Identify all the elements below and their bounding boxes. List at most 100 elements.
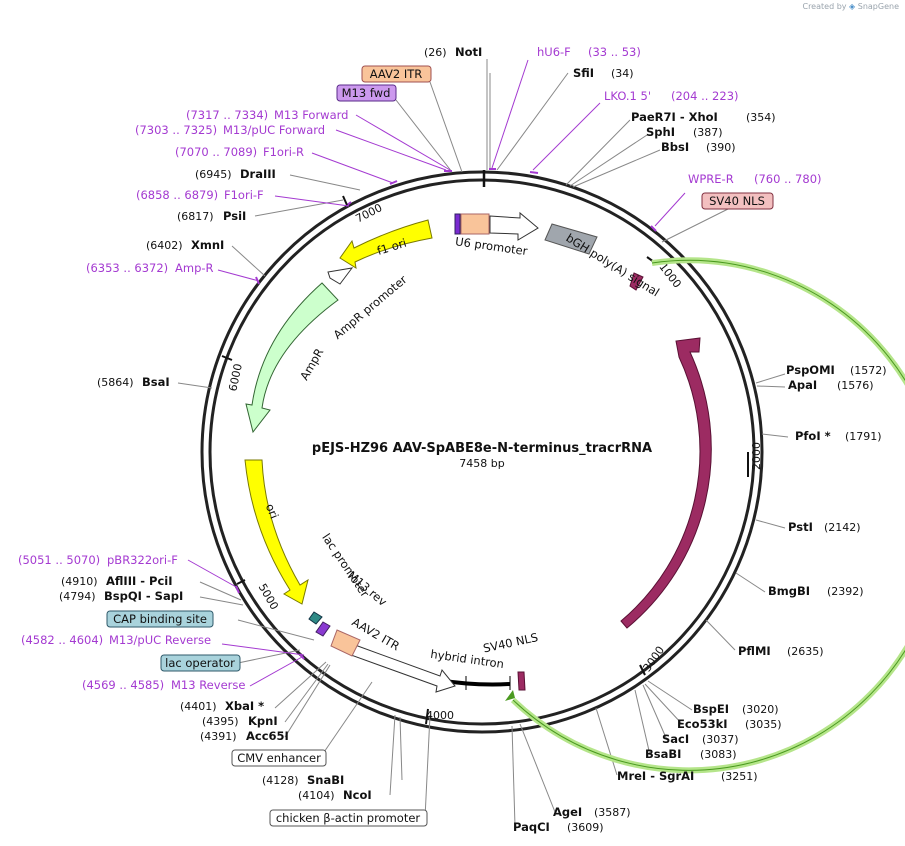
enzyme-sphI[interactable]: SphI(387) — [646, 125, 723, 139]
enzyme-xbaI[interactable]: (4401)XbaI * — [180, 699, 264, 713]
enzyme-pciI[interactable]: (4910)AflIII - PciI — [61, 574, 173, 588]
svg-text:AflIII - PciI: AflIII - PciI — [106, 574, 173, 588]
m13-rev-marker — [315, 621, 331, 637]
enzyme-sapI[interactable]: (4794)BspQI - SapI — [59, 589, 183, 603]
primer-lko1-5[interactable]: LKO.1 5'(204 .. 223) — [604, 89, 739, 103]
enzyme-sgraI[interactable]: MreI - SgrAI(3251) — [617, 769, 758, 783]
svg-text:CAP binding site: CAP binding site — [113, 612, 207, 626]
svg-text:AgeI: AgeI — [553, 805, 582, 819]
primer-m13-forward[interactable]: (7317 .. 7334)M13 Forward — [186, 108, 348, 122]
svg-text:XmnI: XmnI — [191, 238, 224, 252]
credit-brand: SnapGene — [857, 2, 899, 11]
enzyme-pspomI[interactable]: PspOMI(1572) — [786, 363, 887, 377]
svg-text:M13/pUC Reverse: M13/pUC Reverse — [109, 633, 211, 647]
feature-box-aav2-itr[interactable]: AAV2 ITR — [361, 65, 432, 83]
enzyme-ageI[interactable]: AgeI (3587) — [553, 805, 631, 819]
enzyme-sacI[interactable]: SacI(3037) — [662, 732, 739, 746]
svg-text:(7070 .. 7089): (7070 .. 7089) — [175, 145, 257, 159]
enzyme-xhoI[interactable]: PaeR7I - XhoI(354) — [631, 110, 776, 124]
svg-text:WPRE-R: WPRE-R — [688, 172, 734, 186]
aav2-itr-top — [460, 213, 490, 235]
feature-box-cap-binding-site[interactable]: CAP binding site — [106, 610, 214, 628]
primer-m13-puc-forward[interactable]: (7303 .. 7325) M13/pUC Forward — [135, 123, 325, 137]
svg-text:(7317 .. 7334): (7317 .. 7334) — [186, 108, 268, 122]
sv40-nls-bottom-arrow — [517, 671, 526, 691]
svg-text:(3037): (3037) — [702, 733, 739, 746]
svg-text:pBR322ori-F: pBR322ori-F — [107, 553, 178, 567]
svg-text:AAV2 ITR: AAV2 ITR — [370, 67, 423, 81]
svg-text:hU6-F: hU6-F — [537, 45, 571, 59]
svg-text:(390): (390) — [706, 141, 736, 154]
feature-box-cmv-enhancer[interactable]: CMV enhancer — [231, 749, 327, 767]
tick-label: 2000 — [750, 442, 763, 470]
svg-text:SV40 NLS: SV40 NLS — [709, 194, 765, 208]
svg-text:(7303 .. 7325): (7303 .. 7325) — [135, 123, 217, 137]
position-ticks — [221, 195, 749, 725]
enzyme-pfoI[interactable]: PfoI *(1791) — [795, 429, 882, 443]
feature-box-m13-fwd[interactable]: M13 fwd — [336, 84, 397, 102]
svg-text:BsaBI: BsaBI — [645, 747, 681, 761]
ampr-arrow — [245, 282, 339, 434]
primer-m13-puc-reverse[interactable]: (4582 .. 4604)M13/pUC Reverse — [21, 633, 211, 647]
enzyme-pstI[interactable]: PstI(2142) — [788, 520, 861, 534]
svg-text:(354): (354) — [746, 111, 776, 124]
svg-text:M13/pUC Forward: M13/pUC Forward — [223, 123, 325, 137]
svg-text:(3035): (3035) — [745, 718, 782, 731]
feature-box-lac-operator[interactable]: lac operator — [160, 654, 241, 672]
svg-text:(3609): (3609) — [567, 821, 604, 834]
enzyme-pflmI[interactable]: PflMI(2635) — [738, 644, 824, 658]
plasmid-name: pEJS-HZ96 AAV-SpABE8e-N-terminus_tracrRN… — [312, 441, 652, 456]
svg-text:(26): (26) — [424, 46, 447, 59]
svg-text:Acc65I: Acc65I — [246, 729, 289, 743]
feature-box-chicken-beta-actin-promoter[interactable]: chicken β-actin promoter — [269, 809, 428, 827]
svg-text:(3587): (3587) — [594, 806, 631, 819]
primer-amp-r[interactable]: (6353 .. 6372)Amp-R — [86, 261, 214, 275]
svg-text:BbsI: BbsI — [661, 140, 689, 154]
feature-box-sv40-nls[interactable]: SV40 NLS — [701, 192, 774, 210]
svg-text:XbaI *: XbaI * — [225, 699, 264, 713]
primer-f1ori-f[interactable]: (6858 .. 6879)F1ori-F — [136, 188, 264, 202]
enzyme-bspeI[interactable]: BspEI(3020) — [693, 702, 779, 716]
svg-text:Amp-R: Amp-R — [175, 261, 214, 275]
enzyme-bsabI[interactable]: BsaBI(3083) — [645, 747, 737, 761]
enzyme-draIII[interactable]: (6945)DraIII — [195, 167, 276, 181]
credit-prefix: Created by — [802, 2, 847, 11]
enzyme-bsaI[interactable]: (5864)BsaI — [97, 375, 170, 389]
enzyme-notI[interactable]: (26) NotI — [424, 45, 482, 59]
primer-f1ori-r[interactable]: (7070 .. 7089)F1ori-R — [175, 145, 304, 159]
enzyme-xmnI[interactable]: (6402) XmnI — [146, 238, 224, 252]
cas9n-arrow — [620, 337, 712, 629]
svg-text:(34): (34) — [611, 67, 634, 80]
svg-text:PsiI: PsiI — [223, 209, 246, 223]
primer-wpre-r[interactable]: WPRE-R(760 .. 780) — [688, 172, 822, 186]
enzyme-eco53kI[interactable]: Eco53kI(3035) — [677, 717, 782, 731]
enzyme-psiI[interactable]: (6817)PsiI — [177, 209, 246, 223]
enzyme-bmgbI[interactable]: BmgBI(2392) — [768, 584, 864, 598]
svg-text:(4128): (4128) — [262, 774, 299, 787]
cas9-highlight-line — [512, 259, 905, 771]
enzyme-paqcI[interactable]: PaqCI(3609) — [513, 820, 604, 834]
ori-arrow — [244, 459, 309, 605]
svg-text:(5864): (5864) — [97, 376, 134, 389]
primer-m13-reverse[interactable]: (4569 .. 4585)M13 Reverse — [82, 678, 245, 692]
enzyme-ncoI[interactable]: (4104)NcoI — [298, 788, 372, 802]
cas9-highlight — [510, 257, 905, 774]
svg-text:(2392): (2392) — [827, 585, 864, 598]
u6-promoter-arrow — [489, 211, 539, 241]
primer-hu6-f[interactable]: hU6-F (33 .. 53) — [537, 45, 641, 59]
enzyme-sfiI[interactable]: SfiI (34) — [573, 66, 634, 80]
svg-text:(4395): (4395) — [202, 715, 239, 728]
enzyme-snabI[interactable]: (4128)SnaBI — [262, 773, 344, 787]
enzyme-kpnI[interactable]: (4395)KpnI — [202, 714, 278, 728]
svg-text:(6402): (6402) — [146, 239, 183, 252]
svg-text:(33 .. 53): (33 .. 53) — [588, 45, 641, 59]
enzyme-apaI[interactable]: ApaI(1576) — [788, 378, 874, 392]
svg-text:PflMI: PflMI — [738, 644, 771, 658]
primer-pbr322ori-f[interactable]: (5051 .. 5070)pBR322ori-F — [18, 553, 178, 567]
svg-text:SfiI: SfiI — [573, 66, 594, 80]
svg-text:NotI: NotI — [455, 45, 482, 59]
svg-text:(204 .. 223): (204 .. 223) — [671, 89, 739, 103]
enzyme-bbsI[interactable]: BbsI (390) — [661, 140, 736, 154]
svg-text:SphI: SphI — [646, 125, 675, 139]
enzyme-acc65I[interactable]: (4391)Acc65I — [200, 729, 289, 743]
